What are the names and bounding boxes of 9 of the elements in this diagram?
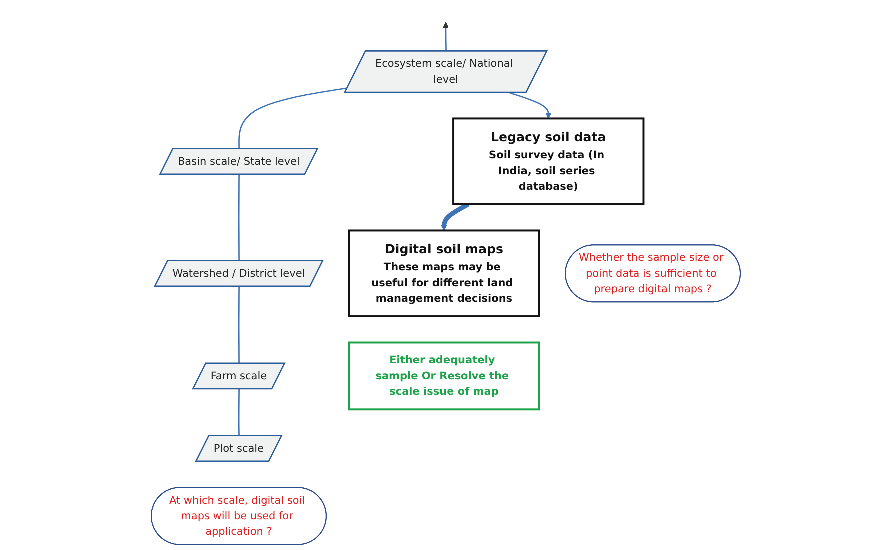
connector [238, 389, 240, 436]
connector [238, 88, 348, 150]
arrow [508, 92, 552, 119]
node-box: Either adequately sample Or Resolve the scale issue of map [348, 342, 540, 411]
connector [238, 174, 240, 262]
arrow [443, 22, 449, 52]
node-box: Legacy soil data Soil survey data (In India, soil series database) [452, 118, 645, 206]
node-box: Digital soil maps These maps may be useful for different land management decisions [348, 230, 540, 318]
connector [238, 286, 240, 364]
